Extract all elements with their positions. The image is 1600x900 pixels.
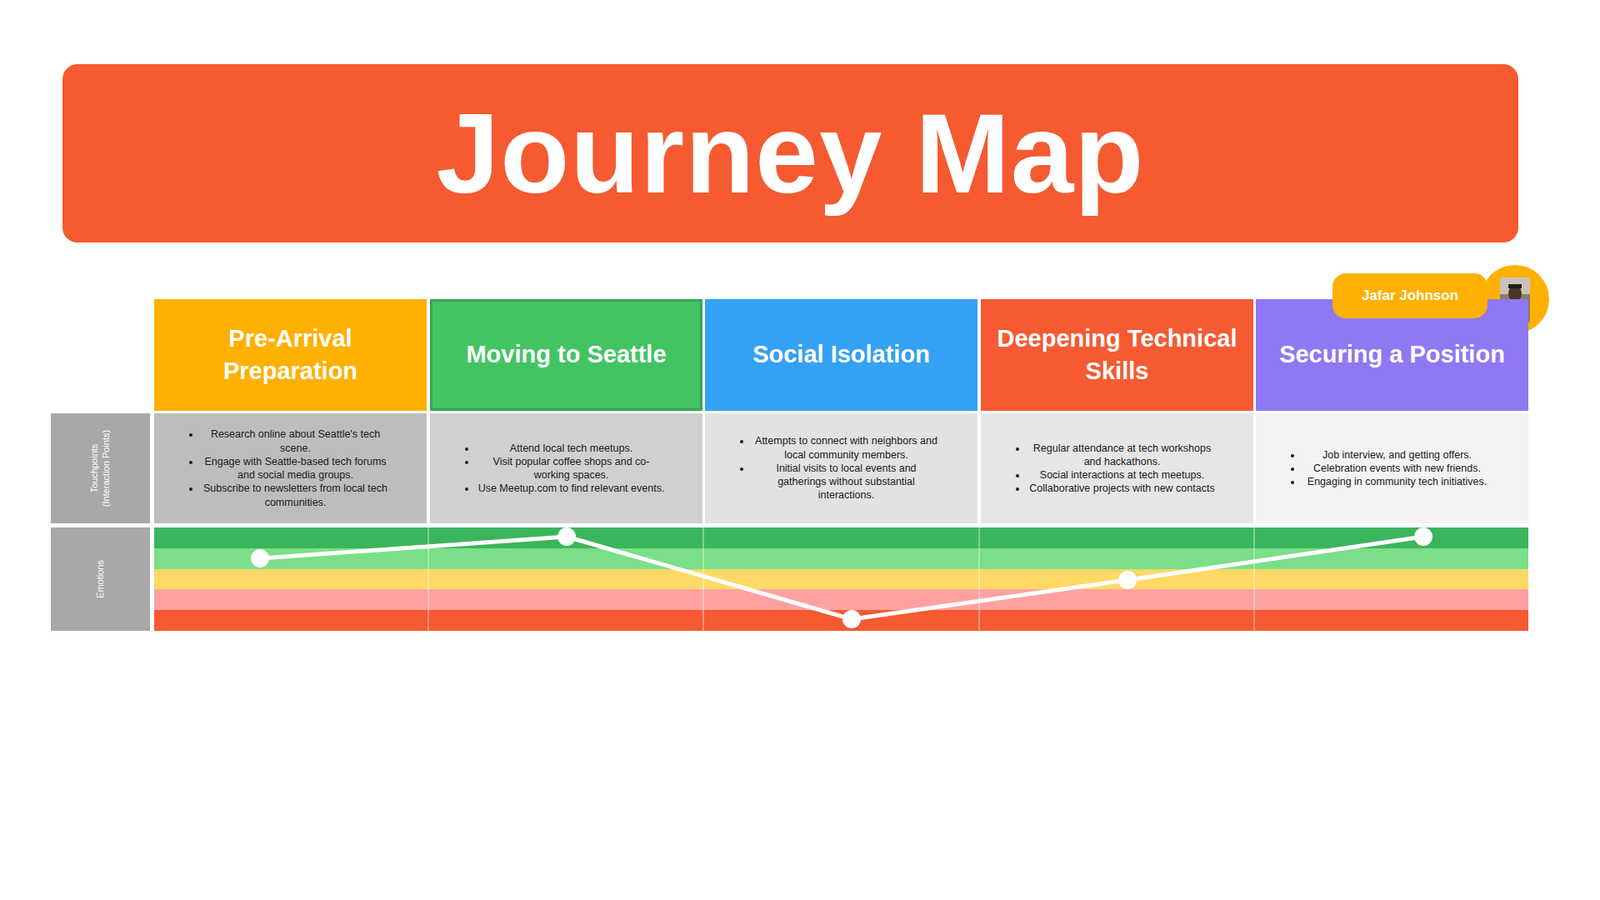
bullet-list: Attend local tech meetups.Visit popular … [438,441,695,496]
emotion-dot [557,527,576,546]
column-divider [702,527,705,631]
column-divider [978,527,980,631]
emotion-band [154,527,1529,631]
touchpoint-item: Job interview, and getting offers. [1302,448,1492,462]
stage-header: Pre-Arrival Preparation [154,299,427,411]
row-label-text: Touchpoints (Interaction Points) [89,422,113,515]
column-divider [427,527,430,631]
stage-title: Securing a Position [1279,338,1505,371]
touchpoint-item: Collaborative projects with new contacts [1027,481,1217,495]
stage-title: Moving to Seattle [465,338,666,371]
bullet-list: Regular attendance at tech workshops and… [989,441,1245,496]
band-stripe [154,569,1529,590]
touchpoint-item: Use Meetup.com to find relevant events. [476,481,666,495]
row-label: Touchpoints (Interaction Points) [50,413,150,524]
stage-title: Social Isolation [752,338,930,371]
row-label: Emotions [50,527,150,631]
bullet-list: Attempts to connect with neighbors and l… [713,434,970,502]
persona-tag: Jafar Johnson [1332,273,1488,319]
emotion-dot [1414,527,1433,546]
title-banner: Journey Map [62,64,1519,243]
column-divider [1253,527,1255,631]
emotion-dot [1118,570,1137,590]
photo-cap [1508,284,1522,289]
touchpoint-item: Subscribe to newsletters from local tech… [200,481,390,510]
emotion-dot [842,610,861,629]
touchpoint-item: Regular attendance at tech workshops and… [1027,441,1217,470]
touchpoint-item: Engage with Seattle-based tech forums an… [200,455,390,483]
touchpoint-item: Celebration events with new friends. [1302,461,1492,475]
bullet-list: Job interview, and getting offers.Celebr… [1264,448,1520,490]
diagram-title: Journey Map [436,88,1145,219]
band-stripe [154,527,1529,549]
emotion-dot [250,549,270,568]
band-stripe [154,610,1529,631]
touchpoint-item: Research online about Seattle's tech sce… [200,427,390,455]
stage-title: Pre-Arrival Preparation [164,322,417,388]
stage-title: Deepening Technical Skills [990,322,1244,388]
row-label-text: Emotions [95,533,107,625]
touchpoint-item: Social interactions at tech meetups. [1027,468,1217,482]
touchpoint-cell: Job interview, and getting offers.Celebr… [1255,413,1529,524]
touchpoint-cell: Research online about Seattle's tech sce… [154,413,427,524]
emotion-line [260,536,1424,620]
stage-header: Moving to Seattle [430,299,703,411]
persona-name: Jafar Johnson [1361,287,1459,305]
band-stripe [154,589,1529,610]
touchpoint-cell: Attempts to connect with neighbors and l… [705,413,978,524]
touchpoint-item: Attempts to connect with neighbors and l… [751,434,941,462]
touchpoint-item: Initial visits to local events and gathe… [751,461,941,503]
bullet-list: Research online about Seattle's tech sce… [162,427,419,510]
stage-header: Social Isolation [705,299,978,411]
touchpoint-cell: Attend local tech meetups.Visit popular … [430,413,703,524]
touchpoint-item: Visit popular coffee shops and co-workin… [476,455,666,483]
touchpoint-item: Attend local tech meetups. [476,441,666,455]
stage-header: Deepening Technical Skills [980,299,1254,411]
touchpoint-item: Engaging in community tech initiatives. [1302,475,1492,489]
touchpoint-cell: Regular attendance at tech workshops and… [980,413,1254,524]
